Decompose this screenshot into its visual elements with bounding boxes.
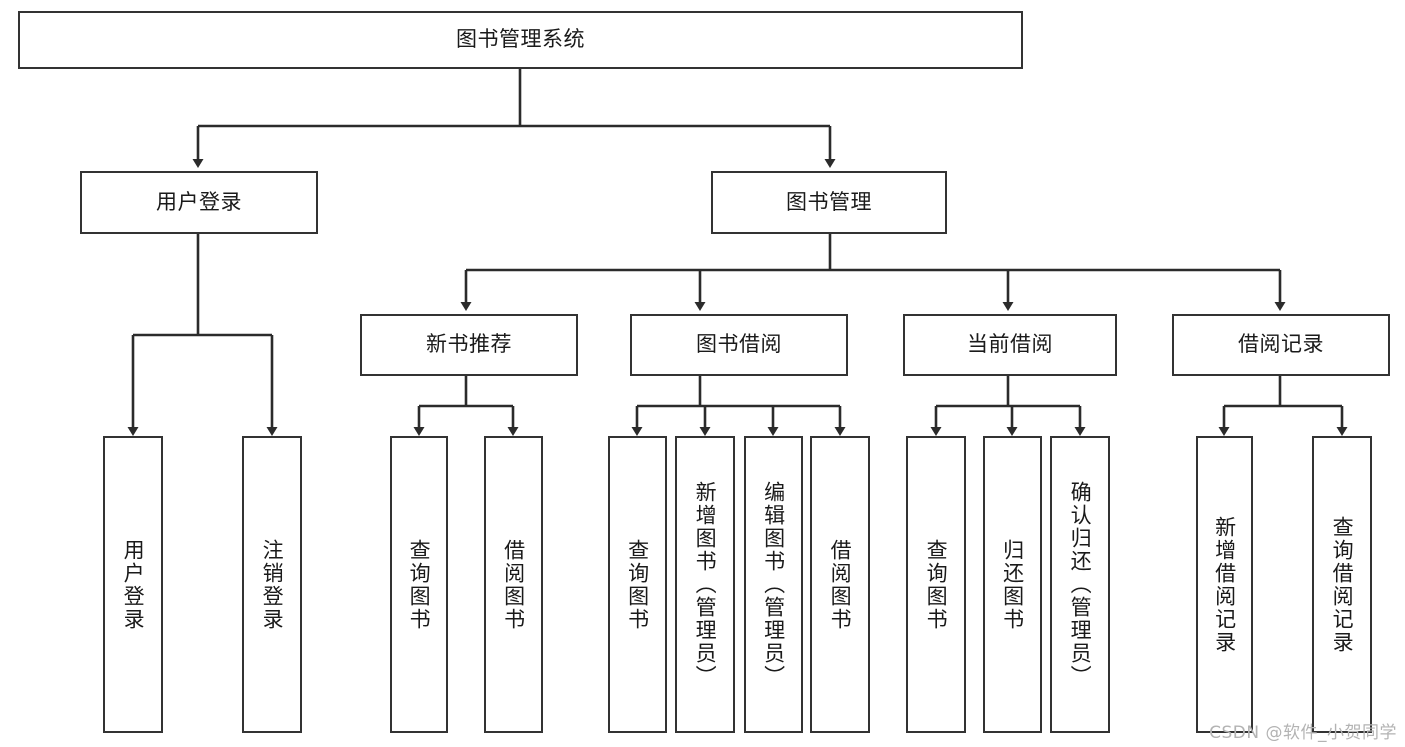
leaf-current-confirm-return-admin[interactable]: 确认归还（管理员） xyxy=(1050,436,1110,733)
node-book-borrow[interactable]: 图书借阅 xyxy=(630,314,848,376)
leaf-label: 借阅图书 xyxy=(828,538,853,631)
node-current-borrow[interactable]: 当前借阅 xyxy=(903,314,1117,376)
watermark-text: CSDN @软件_小贺同学 xyxy=(1209,723,1397,743)
leaf-label: 确认归还（管理员） xyxy=(1068,481,1093,688)
leaf-label: 查询图书 xyxy=(407,538,432,631)
node-borrow-record[interactable]: 借阅记录 xyxy=(1172,314,1390,376)
leaf-label: 注销登录 xyxy=(260,538,285,631)
leaf-label: 借阅图书 xyxy=(501,538,526,631)
leaf-label: 新增图书（管理员） xyxy=(693,481,718,688)
node-new-book-recommend[interactable]: 新书推荐 xyxy=(360,314,578,376)
leaf-user-login-logout[interactable]: 注销登录 xyxy=(242,436,302,733)
leaf-current-return-book[interactable]: 归还图书 xyxy=(983,436,1042,733)
leaf-current-query-book[interactable]: 查询图书 xyxy=(906,436,966,733)
node-book-management[interactable]: 图书管理 xyxy=(711,171,947,234)
leaf-label: 编辑图书（管理员） xyxy=(761,481,786,688)
leaf-user-login-login[interactable]: 用户登录 xyxy=(103,436,163,733)
leaf-record-query-record[interactable]: 查询借阅记录 xyxy=(1312,436,1372,733)
leaf-label: 新增借阅记录 xyxy=(1212,515,1237,654)
leaf-label: 查询借阅记录 xyxy=(1330,515,1355,654)
leaf-label: 查询图书 xyxy=(924,538,949,631)
leaf-label: 用户登录 xyxy=(121,538,146,631)
node-root-system[interactable]: 图书管理系统 xyxy=(18,11,1023,69)
leaf-label: 查询图书 xyxy=(625,538,650,631)
leaf-borrow-query-book[interactable]: 查询图书 xyxy=(608,436,667,733)
leaf-borrow-add-book-admin[interactable]: 新增图书（管理员） xyxy=(675,436,735,733)
leaf-borrow-borrow-book[interactable]: 借阅图书 xyxy=(810,436,870,733)
node-user-login[interactable]: 用户登录 xyxy=(80,171,318,234)
leaf-new-book-query[interactable]: 查询图书 xyxy=(390,436,448,733)
leaf-label: 归还图书 xyxy=(1000,538,1025,631)
leaf-borrow-edit-book-admin[interactable]: 编辑图书（管理员） xyxy=(744,436,803,733)
leaf-new-book-borrow[interactable]: 借阅图书 xyxy=(484,436,543,733)
leaf-record-add-record[interactable]: 新增借阅记录 xyxy=(1196,436,1253,733)
